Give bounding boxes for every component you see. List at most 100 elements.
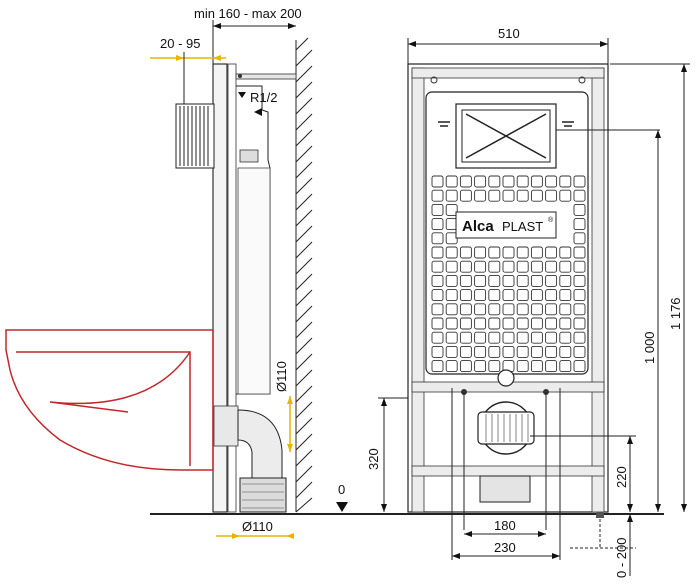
rib-cell	[530, 189, 543, 202]
rib-cell	[545, 175, 558, 188]
rib-cell	[459, 360, 472, 373]
rib-cell	[530, 246, 543, 259]
rib-cell	[516, 289, 529, 302]
feet-adjust-dimension: 0 - 200	[570, 512, 636, 578]
rib-cell	[559, 260, 572, 273]
rib-cell	[545, 189, 558, 202]
outer-spacing-dimension: 230	[452, 540, 560, 559]
front-view: 510 Alca PLAST ®	[366, 26, 690, 578]
rib-cell	[474, 303, 487, 316]
rib-cell	[530, 175, 543, 188]
rib-cell	[559, 189, 572, 202]
floor-offset-dimension: 220	[530, 435, 636, 512]
rib-cell	[488, 289, 501, 302]
rib-cell	[431, 175, 444, 188]
rib-cell	[545, 274, 558, 287]
rib-cell	[445, 274, 458, 287]
rib-cell	[530, 303, 543, 316]
front-frame	[407, 63, 609, 513]
rib-cell	[445, 260, 458, 273]
rib-cell	[474, 260, 487, 273]
rib-cell	[502, 317, 515, 330]
rib-cell	[516, 345, 529, 358]
rib-cell	[431, 260, 444, 273]
rib-cell	[545, 303, 558, 316]
rib-cell	[573, 360, 586, 373]
rib-cell	[502, 274, 515, 287]
rib-cell	[431, 303, 444, 316]
rib-cell	[502, 260, 515, 273]
bolt-spacing-label: 180	[494, 518, 516, 533]
rib-cell	[559, 246, 572, 259]
toilet-bowl-outline	[5, 329, 214, 471]
rib-cell	[445, 345, 458, 358]
rib-cell	[559, 317, 572, 330]
floor-level-marker: 0	[336, 482, 348, 512]
frame-post	[212, 63, 228, 513]
rib-cell	[559, 331, 572, 344]
waste-height-dimension: 320	[366, 397, 408, 512]
rib-cell	[431, 203, 444, 216]
rib-cell	[459, 289, 472, 302]
rib-cell	[445, 317, 458, 330]
bracket-dimension: 20 - 95	[150, 36, 226, 104]
rib-cell	[502, 331, 515, 344]
rib-cell	[573, 203, 586, 216]
total-height-label: 1 176	[668, 297, 683, 330]
rib-cell	[474, 317, 487, 330]
rib-cell	[573, 317, 586, 330]
rib-cell	[488, 274, 501, 287]
rib-cell	[488, 175, 501, 188]
rib-cell	[530, 289, 543, 302]
rib-cell	[431, 232, 444, 245]
waste-pipe-dimension-horizontal: Ø110	[216, 519, 294, 539]
rib-cell	[445, 203, 458, 216]
rib-cell	[530, 345, 543, 358]
rib-cell	[573, 274, 586, 287]
brand-name-bold: Alca	[462, 218, 494, 235]
rib-cell	[516, 260, 529, 273]
rib-cell	[573, 289, 586, 302]
waste-outlet-front	[451, 369, 561, 560]
rib-cell	[431, 317, 444, 330]
rib-cell	[530, 331, 543, 344]
rib-cell	[474, 331, 487, 344]
flush-height-label: 1 000	[642, 331, 657, 364]
rib-cell	[502, 175, 515, 188]
rib-cell	[431, 360, 444, 373]
rib-cell	[431, 246, 444, 259]
side-view: R1/2 min 160 - max 200 20 - 95	[5, 6, 664, 539]
thread-label: R1/2	[250, 90, 277, 105]
brand-logo: Alca PLAST ®	[455, 211, 557, 239]
rib-cell	[559, 175, 572, 188]
flush-height-dimension: 1 000	[642, 130, 661, 512]
rib-cell	[559, 289, 572, 302]
rib-cell	[573, 345, 586, 358]
rib-cell	[545, 289, 558, 302]
rib-cell	[445, 175, 458, 188]
rib-cell	[530, 360, 543, 373]
rib-cell	[502, 189, 515, 202]
rib-cell	[573, 232, 586, 245]
floor-offset-label-2: 0 - 200	[614, 538, 629, 578]
toilet-bowl-inner	[16, 351, 191, 466]
rib-cell	[474, 246, 487, 259]
rib-cell	[516, 246, 529, 259]
rib-cell	[530, 274, 543, 287]
rib-cell	[488, 246, 501, 259]
cistern-ribbing	[431, 175, 586, 373]
rib-cell	[545, 331, 558, 344]
rib-cell	[559, 345, 572, 358]
rib-cell	[445, 331, 458, 344]
wall-hatching	[295, 37, 313, 513]
bolt-spacing-dimension: 180	[464, 518, 546, 537]
rib-cell	[445, 289, 458, 302]
rib-cell	[488, 317, 501, 330]
outer-spacing-label: 230	[494, 540, 516, 555]
waste-pipe-bottom-label: Ø110	[242, 519, 273, 534]
rib-cell	[474, 274, 487, 287]
rib-cell	[502, 289, 515, 302]
floor-level-label: 0	[338, 482, 345, 497]
rib-cell	[431, 345, 444, 358]
